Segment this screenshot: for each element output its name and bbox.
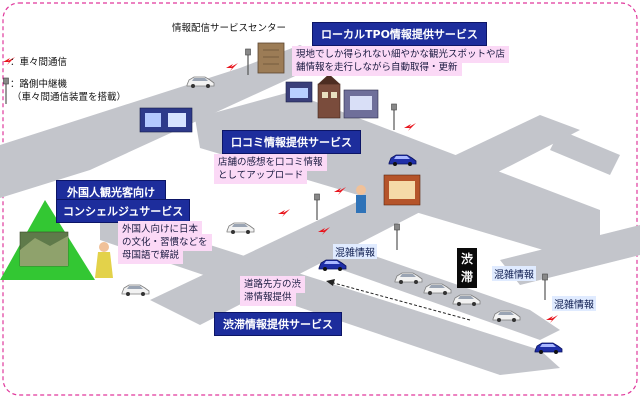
person-icon: [356, 185, 366, 213]
roadside-antenna-icon: [395, 224, 400, 250]
legend-antenna-icon: [4, 78, 9, 104]
service-center-label: 情報配信サービスセンター: [172, 22, 286, 35]
legend-v2v: ：車々間通信: [10, 56, 67, 69]
congestion-info-label-c: 混雑情報: [552, 296, 596, 311]
congestion-info-label-b: 混雑情報: [492, 266, 536, 281]
congestion-desc-2: 滞情報提供: [240, 289, 296, 306]
lightning-signal-icon: [404, 123, 416, 131]
roadside-antenna-icon: [392, 104, 397, 130]
car-icon: [122, 285, 149, 296]
shop-icon: [318, 74, 340, 118]
congestion-title: 渋滞情報提供サービス: [214, 312, 342, 336]
jam-char-2: 滞: [457, 268, 477, 286]
congestion-info-label-a: 混雑情報: [333, 244, 377, 259]
shop-icon: [286, 82, 312, 102]
word-of-mouth-title: 口コミ情報提供サービス: [222, 130, 361, 154]
legend-roadside-unit: ：路側中継機: [10, 78, 67, 91]
blue-car-icon: [535, 343, 562, 354]
lightning-signal-icon: [546, 315, 558, 323]
legend-roadside-unit-note: （車々間通信装置を搭載）: [12, 91, 126, 104]
concierge-title-2: コンシェルジュサービス: [56, 199, 190, 223]
jam-char-1: 渋: [457, 250, 477, 268]
roadside-antenna-icon: [315, 194, 320, 220]
shop-icon: [344, 90, 378, 118]
car-icon: [227, 223, 254, 234]
local-tpo-title: ローカルTPO情報提供サービス: [312, 22, 487, 46]
roadside-antenna-icon: [543, 274, 548, 300]
shop-icon: [140, 108, 192, 132]
jam-label-box: 渋 滞: [457, 248, 477, 288]
word-of-mouth-desc-2: としてアップロード: [214, 167, 307, 184]
lightning-signal-icon: [278, 209, 290, 217]
local-tpo-desc-2: 舗情報を走行しながら自動取得・更新: [292, 59, 462, 76]
person-icon: [95, 242, 113, 278]
concierge-desc-3: 母国語で解説: [118, 247, 183, 264]
shop-icon: [384, 175, 420, 205]
server-building-icon: [258, 43, 284, 73]
